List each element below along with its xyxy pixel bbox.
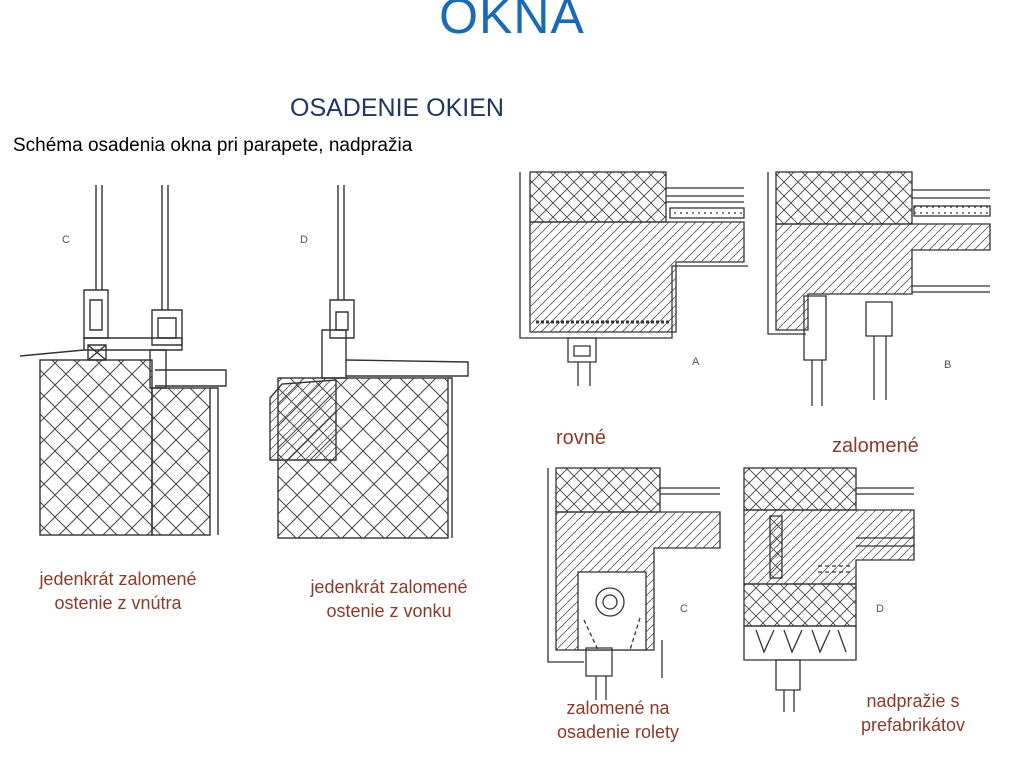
caption-shutter: zalomené na osadenie rolety	[538, 696, 698, 744]
lintel-detail-a: A	[519, 171, 748, 386]
caption-line: zalomené na	[566, 698, 670, 718]
caption-line: ostenie z vonku	[326, 601, 452, 621]
sill-detail-c: C	[19, 185, 227, 536]
detail-letter: C	[680, 603, 688, 615]
caption-line: osadenie rolety	[556, 722, 680, 742]
detail-letter: D	[876, 603, 884, 615]
caption-line: jedenkrát zalomené	[39, 569, 197, 589]
slide-subtitle: OSADENIE OKIEN	[290, 94, 504, 122]
caption-line: ostenie z vnútra	[54, 593, 182, 613]
caption-sill-c: jedenkrát zalomené ostenie z vnútra	[18, 567, 218, 615]
caption-sill-d: jedenkrát zalomené ostenie z vonku	[289, 575, 489, 623]
detail-letter: D	[300, 234, 308, 246]
sill-detail-d: D	[269, 185, 469, 539]
lintel-detail-d: D	[743, 467, 915, 712]
detail-letter: B	[944, 359, 951, 371]
caption-line: prefabrikátov	[860, 715, 966, 735]
lintel-detail-c: C	[547, 467, 721, 700]
detail-letter: A	[692, 356, 700, 368]
caption-line: nadpražie s	[866, 691, 960, 711]
caption-offset: zalomené	[832, 435, 919, 457]
detail-letter: C	[62, 234, 70, 246]
slide-description: Schéma osadenia okna pri parapete, nadpr…	[13, 135, 413, 156]
lintel-detail-b: B	[767, 171, 991, 406]
slide-title: OKNA	[439, 0, 585, 44]
caption-line: jedenkrát zalomené	[310, 577, 468, 597]
caption-prefab: nadpražie s prefabrikátov	[838, 689, 988, 737]
caption-straight: rovné	[556, 427, 607, 449]
